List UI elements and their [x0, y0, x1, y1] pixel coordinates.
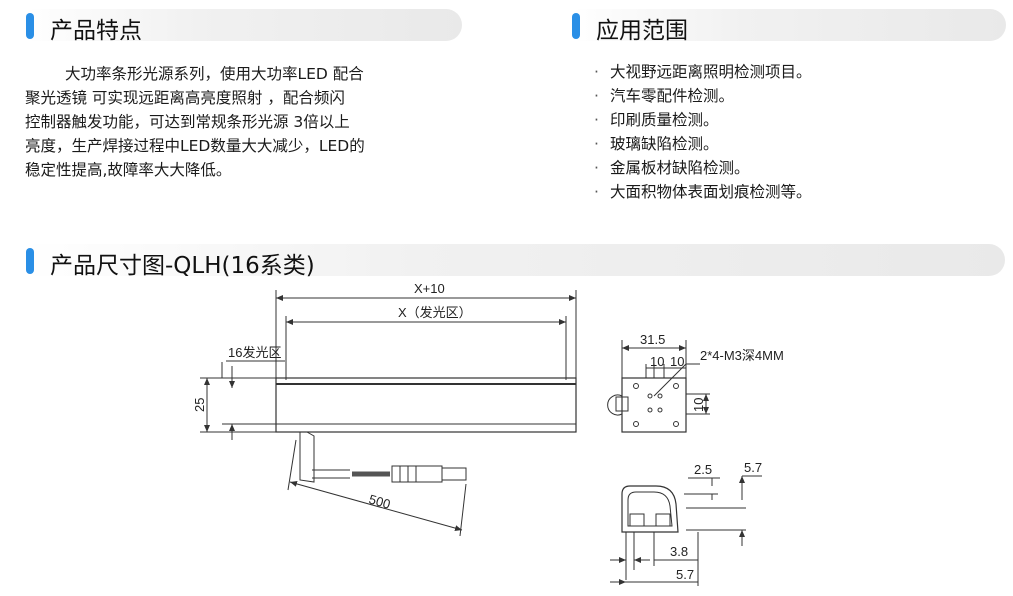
bullet: · [594, 111, 599, 129]
list-item: · 玻璃缺陷检测。 [594, 132, 812, 156]
features-line: 亮度，生产焊接过程中LED数量大大减少，LED的 [25, 137, 365, 155]
dim-profile-bottom-small: 3.8 [670, 544, 688, 559]
dim-side-width: 31.5 [640, 332, 665, 347]
dimensions-header: 产品尺寸图-QLH(16系类) [20, 244, 1005, 279]
bullet: · [594, 87, 599, 105]
dimensions-title: 产品尺寸图-QLH(16系类) [50, 253, 315, 279]
list-item: · 大面积物体表面划痕检测等。 [594, 180, 812, 204]
list-item: · 印刷质量检测。 [594, 108, 812, 132]
front-view [200, 290, 577, 537]
dim-emitting-width: 16发光区 [228, 345, 281, 360]
list-item: · 金属板材缺陷检测。 [594, 156, 812, 180]
bullet: · [594, 183, 599, 201]
features-line: 稳定性提高,故障率大大降低。 [25, 161, 232, 179]
dim-cable-length: 500 [367, 491, 392, 511]
dim-emitting-length: X（发光区） [398, 305, 472, 320]
list-item: · 大视野远距离照明检测项目。 [594, 60, 812, 84]
list-item-text: 印刷质量检测。 [610, 111, 719, 129]
features-line: 大功率条形光源系列，使用大功率LED 配合 [65, 65, 364, 83]
bullet: · [594, 63, 599, 81]
dim-profile-bottom-wide: 5.7 [676, 567, 694, 582]
bullet: · [594, 135, 599, 153]
dim-height: 25 [192, 398, 207, 412]
list-item-text: 大视野远距离照明检测项目。 [610, 63, 812, 81]
features-paragraph: 大功率条形光源系列，使用大功率LED 配合 聚光透镜 可实现远距离高亮度照射 ，… [25, 62, 445, 182]
applications-header-bar [572, 13, 580, 39]
dim-side-vertical: 10 [691, 398, 706, 412]
list-item-text: 金属板材缺陷检测。 [610, 159, 750, 177]
features-line: 控制器触发功能，可达到常规条形光源 3倍以上 [25, 113, 350, 131]
applications-title: 应用范围 [596, 18, 688, 44]
dim-spacing-a: 10 [650, 354, 664, 369]
features-title: 产品特点 [50, 18, 142, 44]
bullet: · [594, 159, 599, 177]
profile-view [610, 475, 762, 586]
features-header: 产品特点 [20, 9, 462, 44]
dim-spacing-b: 10 [670, 354, 684, 369]
dim-profile-top-small: 2.5 [694, 462, 712, 477]
list-item-text: 玻璃缺陷检测。 [610, 135, 719, 153]
features-line: 聚光透镜 可实现远距离高亮度照射 ，配合频闪 [25, 89, 345, 107]
dim-total-length: X+10 [414, 281, 445, 296]
dim-holes: 2*4-M3深4MM [700, 348, 784, 363]
side-view [607, 340, 710, 433]
list-item-text: 汽车零配件检测。 [610, 87, 735, 105]
list-item-text: 大面积物体表面划痕检测等。 [610, 183, 812, 201]
dim-profile-top-right: 5.7 [744, 460, 762, 475]
dimensions-header-bar [26, 248, 34, 274]
applications-list: · 大视野远距离照明检测项目。 · 汽车零配件检测。 · 印刷质量检测。 · 玻璃缺陷检… [594, 60, 812, 204]
applications-header: 应用范围 [566, 9, 1006, 44]
features-header-bar [26, 13, 34, 39]
list-item: · 汽车零配件检测。 [594, 84, 812, 108]
